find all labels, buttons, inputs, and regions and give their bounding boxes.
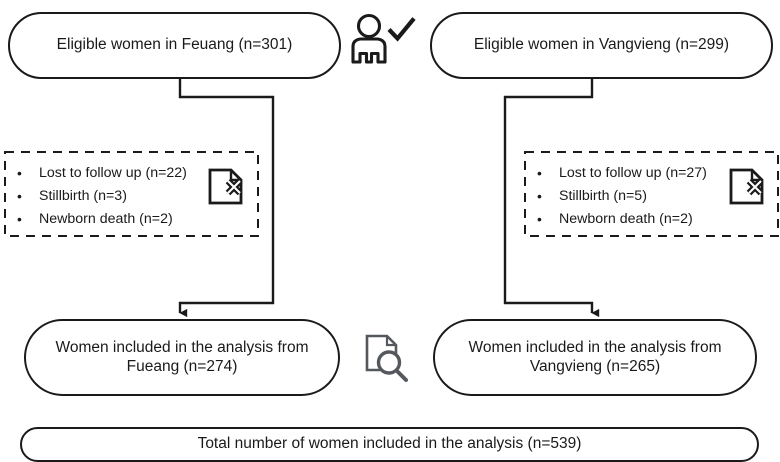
connector-left (178, 78, 275, 318)
person-with-checkmark-icon (351, 13, 416, 64)
list-item-label: Lost to follow up (n=22) (39, 165, 187, 181)
exclusion-list-left: • Lost to follow up (n=22) • Stillbirth … (5, 162, 258, 231)
list-item-label: Newborn death (n=2) (39, 211, 173, 227)
exclusion-list-right: • Lost to follow up (n=27) • Stillbirth … (525, 162, 778, 231)
list-item: • Newborn death (n=2) (5, 208, 258, 231)
document-with-magnifier-icon (365, 334, 408, 382)
list-item: • Stillbirth (n=5) (525, 185, 778, 208)
document-with-x-icon-right (729, 168, 764, 205)
document-with-x-icon-left (208, 168, 243, 205)
bullet-icon: • (537, 188, 542, 204)
connector-right (503, 78, 600, 318)
node-included-fueang-shape (24, 319, 340, 396)
node-included-vangvieng-shape (433, 319, 757, 396)
list-item-label: Stillbirth (n=5) (559, 188, 647, 204)
node-total-shape (20, 427, 759, 462)
bullet-icon: • (17, 211, 22, 227)
bullet-icon: • (17, 188, 22, 204)
list-item: • Lost to follow up (n=27) (525, 162, 778, 185)
bullet-icon: • (537, 165, 542, 181)
list-item-label: Lost to follow up (n=27) (559, 165, 707, 181)
list-item: • Lost to follow up (n=22) (5, 162, 258, 185)
bullet-icon: • (17, 165, 22, 181)
list-item: • Newborn death (n=2) (525, 208, 778, 231)
node-eligible-vangvieng-shape (430, 12, 773, 79)
bullet-icon: • (537, 211, 542, 227)
list-item-label: Stillbirth (n=3) (39, 188, 127, 204)
node-eligible-feuang-shape (8, 12, 341, 79)
list-item: • Stillbirth (n=3) (5, 185, 258, 208)
list-item-label: Newborn death (n=2) (559, 211, 693, 227)
